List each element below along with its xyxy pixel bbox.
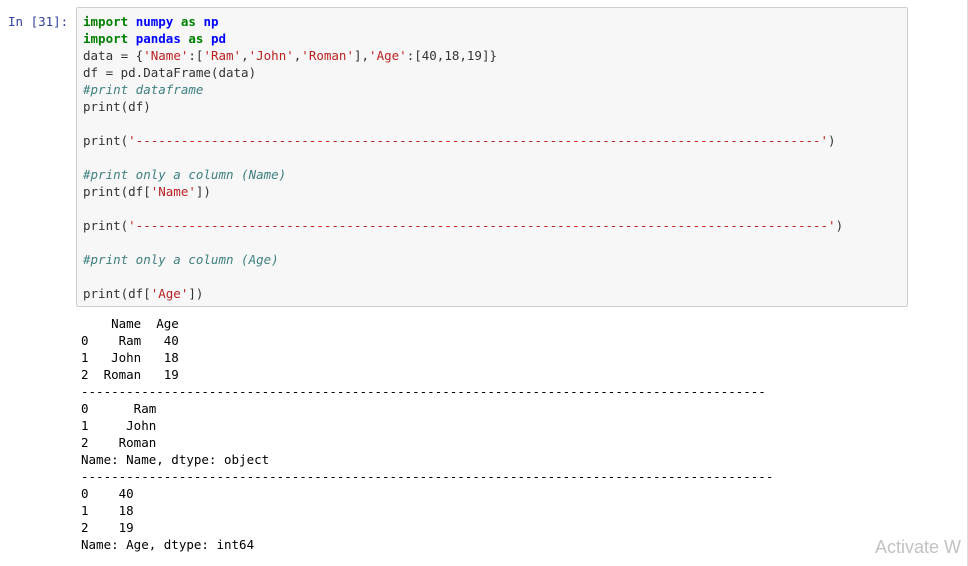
code-token bbox=[128, 14, 136, 29]
code-token: print( bbox=[83, 218, 129, 233]
code-token: data = { bbox=[83, 48, 144, 63]
code-token: 'Name' bbox=[150, 184, 196, 199]
output-line: 0 Ram 40 bbox=[81, 333, 179, 348]
code-token: ], bbox=[353, 48, 370, 63]
output-line: 2 Roman bbox=[81, 435, 157, 450]
code-line: #print only a column (Name) bbox=[83, 166, 843, 183]
code-token: (df) bbox=[120, 99, 151, 114]
code-line bbox=[83, 234, 843, 251]
code-line: df = pd.DataFrame(data) bbox=[83, 64, 843, 81]
code-token: print( bbox=[83, 133, 129, 148]
code-line: print('---------------------------------… bbox=[83, 217, 843, 234]
output-line: 2 Roman 19 bbox=[81, 367, 179, 382]
code-line: print(df) bbox=[83, 98, 843, 115]
code-token: #print dataframe bbox=[83, 82, 204, 97]
output-line: 1 John 18 bbox=[81, 350, 179, 365]
code-token: #print only a column (Age) bbox=[83, 252, 279, 267]
code-token: pd bbox=[210, 31, 227, 46]
code-token: as bbox=[180, 14, 196, 29]
code-token: print(df[ bbox=[83, 184, 151, 199]
code-line: import pandas as pd bbox=[83, 30, 843, 47]
code-token: ]) bbox=[188, 286, 204, 301]
output-line: 1 18 bbox=[81, 503, 134, 518]
code-token: 'Ram' bbox=[203, 48, 242, 63]
code-token: as bbox=[188, 31, 204, 46]
output-line: Name: Age, dtype: int64 bbox=[81, 537, 255, 552]
code-token: df = pd.DataFrame(data) bbox=[83, 65, 257, 80]
code-line: print('---------------------------------… bbox=[83, 132, 843, 149]
code-token: ) bbox=[828, 133, 836, 148]
code-token: 'Age' bbox=[150, 286, 189, 301]
cell-output: Name Age 0 Ram 40 1 John 18 2 Roman 19 -----… bbox=[81, 315, 773, 553]
output-line: ----------------------------------------… bbox=[81, 469, 774, 484]
code-line bbox=[83, 200, 843, 217]
code-token: , bbox=[241, 48, 249, 63]
code-line: print(df['Name']) bbox=[83, 183, 843, 200]
code-token: numpy bbox=[135, 14, 174, 29]
code-token: :[ bbox=[188, 48, 204, 63]
code-line: print(df['Age']) bbox=[83, 285, 843, 302]
code-token: 'John' bbox=[248, 48, 294, 63]
code-line: #print only a column (Age) bbox=[83, 251, 843, 268]
code-token: , bbox=[293, 48, 302, 63]
code-token: #print only a column (Name) bbox=[83, 167, 287, 182]
output-line: 1 John bbox=[81, 418, 157, 433]
code-token bbox=[173, 14, 181, 29]
output-line: Name: Name, dtype: object bbox=[81, 452, 270, 467]
code-line bbox=[83, 268, 843, 285]
code-token: ]) bbox=[195, 184, 211, 199]
code-token: '---------------------------------------… bbox=[128, 133, 829, 148]
code-token: pandas bbox=[135, 31, 181, 46]
code-token bbox=[203, 31, 211, 46]
code-token: np bbox=[203, 14, 219, 29]
code-token: print(df[ bbox=[83, 286, 151, 301]
code-line: import numpy as np bbox=[83, 13, 843, 30]
code-token: ) bbox=[835, 218, 844, 233]
input-prompt: In [31]: bbox=[8, 14, 69, 29]
activate-windows-watermark: Activate W bbox=[875, 537, 962, 557]
code-token: 'Age' bbox=[369, 48, 407, 63]
code-token bbox=[128, 31, 136, 46]
code-token: 'Name' bbox=[143, 48, 189, 63]
code-token: print bbox=[83, 99, 121, 114]
code-token: 'Roman' bbox=[301, 48, 354, 63]
code-token: '---------------------------------------… bbox=[128, 218, 836, 233]
output-line: ----------------------------------------… bbox=[81, 384, 766, 399]
code-line: #print dataframe bbox=[83, 81, 843, 98]
output-line: 0 40 bbox=[81, 486, 134, 501]
code-line: data = {'Name':['Ram','John','Roman'],'A… bbox=[83, 47, 843, 64]
code-token: import bbox=[83, 31, 129, 46]
code-line bbox=[83, 149, 843, 166]
code-token: import bbox=[83, 14, 129, 29]
output-line: 0 Ram bbox=[81, 401, 157, 416]
code-token: :[40,18,19]} bbox=[406, 48, 497, 63]
code-line bbox=[83, 115, 843, 132]
output-line: 2 19 bbox=[81, 520, 134, 535]
output-line: Name Age bbox=[81, 316, 179, 331]
